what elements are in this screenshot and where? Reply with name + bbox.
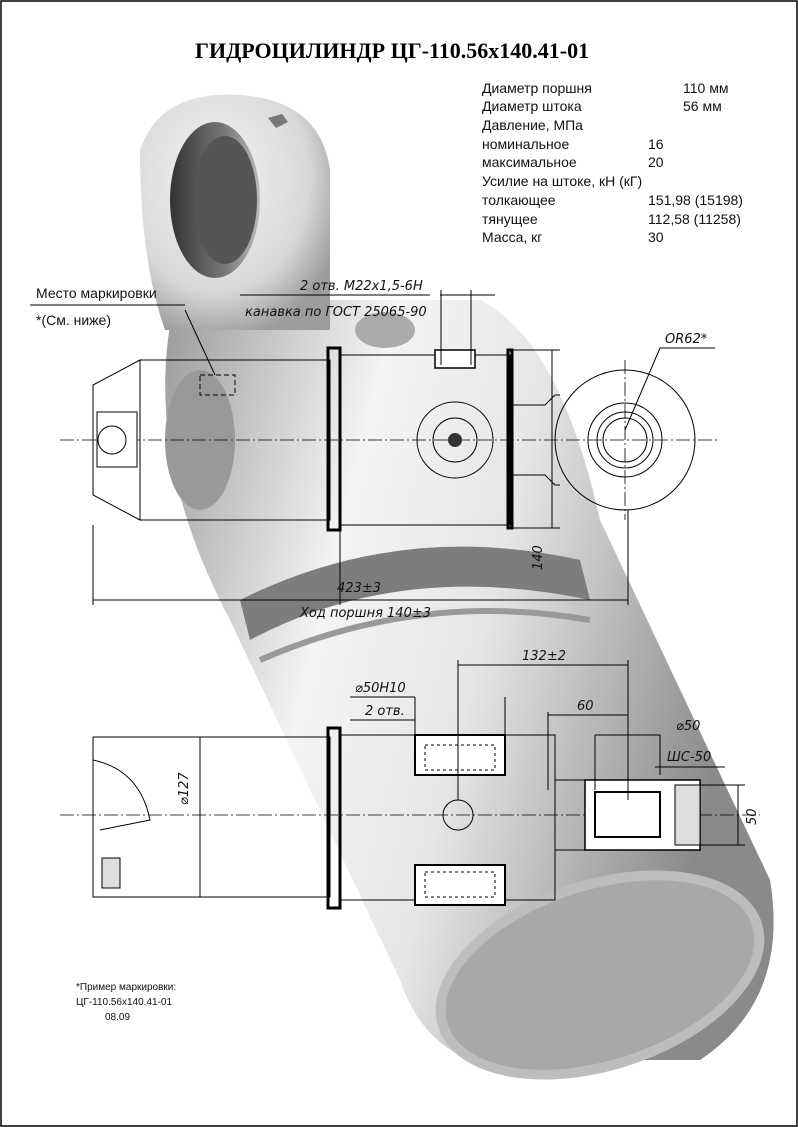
bore-diameter-label: ⌀50Н10 bbox=[355, 681, 406, 696]
spec-value: 110 мм bbox=[683, 80, 728, 96]
spec-label: тянущее bbox=[482, 211, 538, 227]
spec-label: Диаметр поршня bbox=[482, 80, 592, 96]
spec-value: 16 bbox=[648, 136, 664, 152]
dia-127-label: ⌀127 bbox=[177, 772, 192, 805]
drawing-title: ГИДРОЦИЛИНДР ЦГ-110.56х140.41-01 bbox=[195, 38, 589, 63]
marking-example-code: ЦГ-110.56х140.41-01 bbox=[76, 997, 172, 1008]
marking-example: *Пример маркировки: ЦГ-110.56х140.41-01 … bbox=[76, 982, 176, 1023]
cylinder-3d-render bbox=[140, 94, 774, 1080]
marking-example-heading: *Пример маркировки: bbox=[76, 982, 176, 993]
spec-label: Усилие на штоке, кН (кГ) bbox=[482, 173, 642, 189]
spec-value: 151,98 (15198) bbox=[648, 192, 743, 208]
dim-50-label: 50 bbox=[745, 808, 760, 825]
dim-60-label: 60 bbox=[577, 699, 594, 714]
top-view bbox=[60, 309, 720, 532]
marking-place-label: Место маркировки bbox=[36, 285, 157, 301]
spec-label: Масса, кг bbox=[482, 229, 542, 245]
thread-holes-label: 2 отв. М22х1,5-6Н bbox=[300, 279, 423, 294]
overall-length-label: 423±3 bbox=[337, 581, 381, 596]
dimension-lines bbox=[30, 290, 745, 897]
spec-label: максимальное bbox=[482, 154, 577, 170]
spec-label: номинальное bbox=[482, 136, 569, 152]
spec-label: толкающее bbox=[482, 192, 556, 208]
marking-example-date: 08.09 bbox=[105, 1012, 130, 1023]
two-holes-label: 2 отв. bbox=[365, 704, 405, 719]
groove-standard-label: канавка по ГОСТ 25065-90 bbox=[245, 305, 427, 320]
spec-value: 56 мм bbox=[683, 98, 722, 114]
spec-label: Давление, МПа bbox=[482, 117, 583, 133]
section-view bbox=[60, 726, 760, 910]
dim-132-label: 132±2 bbox=[522, 649, 566, 664]
piston-stroke-label: Ход поршня 140±3 bbox=[299, 606, 431, 621]
see-below-note: *(См. ниже) bbox=[36, 312, 111, 328]
spec-value: 20 bbox=[648, 154, 664, 170]
dim-140-label: 140 bbox=[531, 545, 546, 570]
spec-table: Диаметр поршня 110 мм Диаметр штока 56 м… bbox=[482, 80, 743, 245]
spec-value: 112,58 (11258) bbox=[648, 211, 741, 227]
annotations: Место маркировки *(См. ниже) 2 отв. М22х… bbox=[36, 279, 760, 825]
radius-label: OR62* bbox=[665, 332, 708, 347]
spec-value: 30 bbox=[648, 229, 664, 245]
bearing-type-label: ШС-50 bbox=[667, 750, 711, 765]
spec-label: Диаметр штока bbox=[482, 98, 582, 114]
bearing-diameter-label: ⌀50 bbox=[676, 719, 700, 734]
